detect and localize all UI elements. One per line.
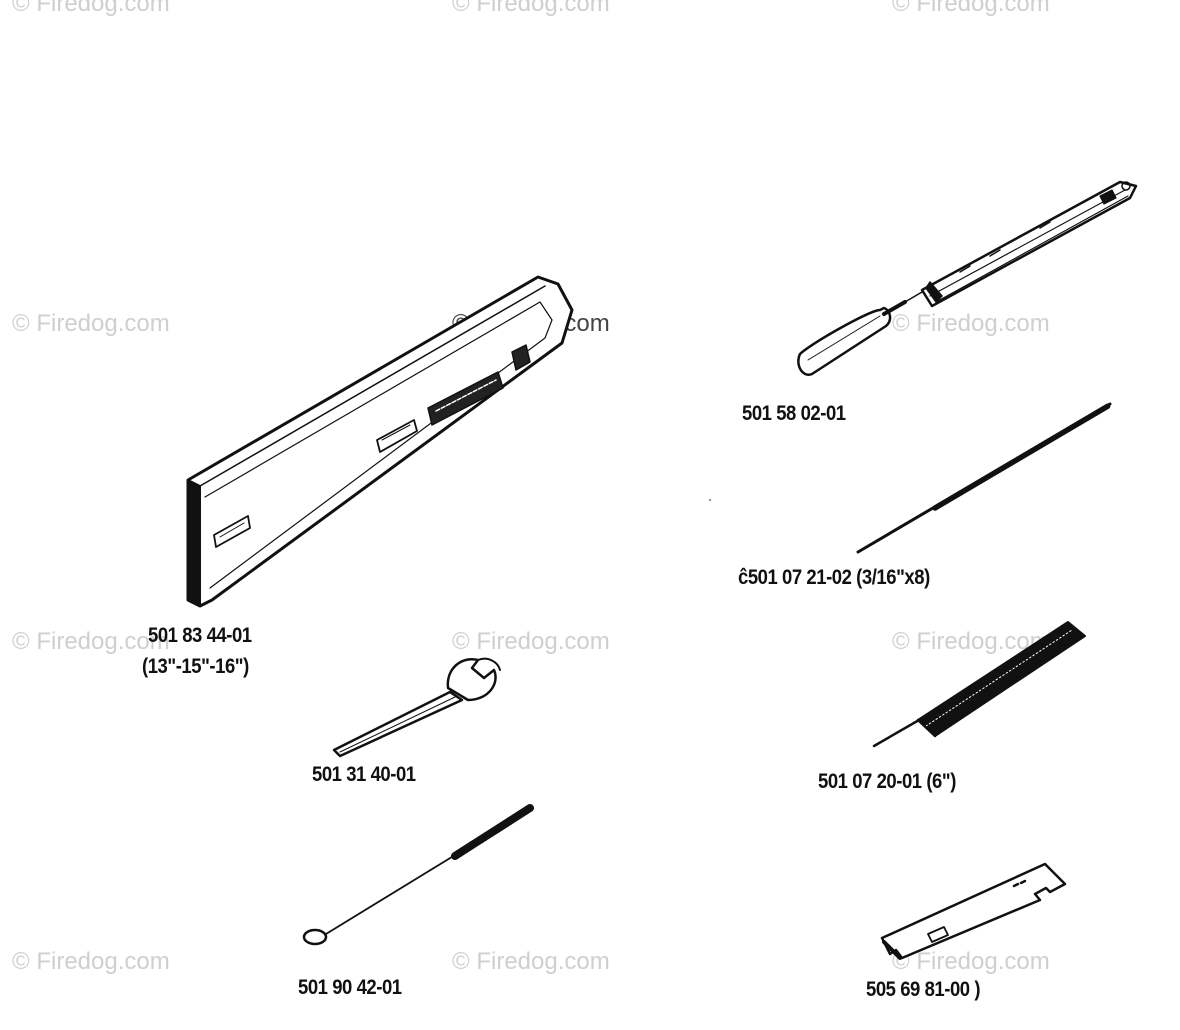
flat-file-drawing bbox=[872, 621, 1086, 748]
part-size-guide-bar-cover: (13"-15"-16") bbox=[142, 655, 249, 678]
part-number-cleaning-brush: 501 90 42-01 bbox=[298, 976, 402, 999]
watermark: © Firedog.com bbox=[12, 628, 170, 655]
watermark: © Firedog.com bbox=[452, 0, 610, 17]
part-number-guide-bar-cover: 501 83 44-01 bbox=[148, 624, 252, 647]
watermark: © Firedog.com bbox=[12, 0, 170, 17]
file-holder-drawing bbox=[797, 180, 1138, 376]
watermark: © Firedog.com bbox=[892, 310, 1050, 337]
part-number-depth-gauge-tool: 505 69 81-00 ) bbox=[866, 978, 981, 1001]
combination-spanner-drawing bbox=[332, 657, 501, 758]
cleaning-brush-drawing bbox=[302, 804, 534, 946]
part-number-flat-file: 501 07 20-01 (6") bbox=[818, 770, 956, 793]
depth-gauge-tool-drawing bbox=[880, 862, 1067, 960]
part-number-file-holder: 501 58 02-01 bbox=[742, 402, 846, 425]
watermark: © Firedog.com bbox=[12, 310, 170, 337]
round-file-drawing bbox=[856, 402, 1112, 554]
watermark: © Firedog.com bbox=[452, 628, 610, 655]
watermark: © Firedog.com bbox=[12, 948, 170, 975]
part-number-combination-spanner: 501 31 40-01 bbox=[312, 763, 416, 786]
watermark: © Firedog.com bbox=[892, 0, 1050, 17]
guide-bar-cover-drawing bbox=[186, 275, 574, 608]
watermark: © Firedog.com bbox=[452, 948, 610, 975]
part-number-round-file: ĉ501 07 21-02 (3/16"x8) bbox=[738, 566, 930, 589]
